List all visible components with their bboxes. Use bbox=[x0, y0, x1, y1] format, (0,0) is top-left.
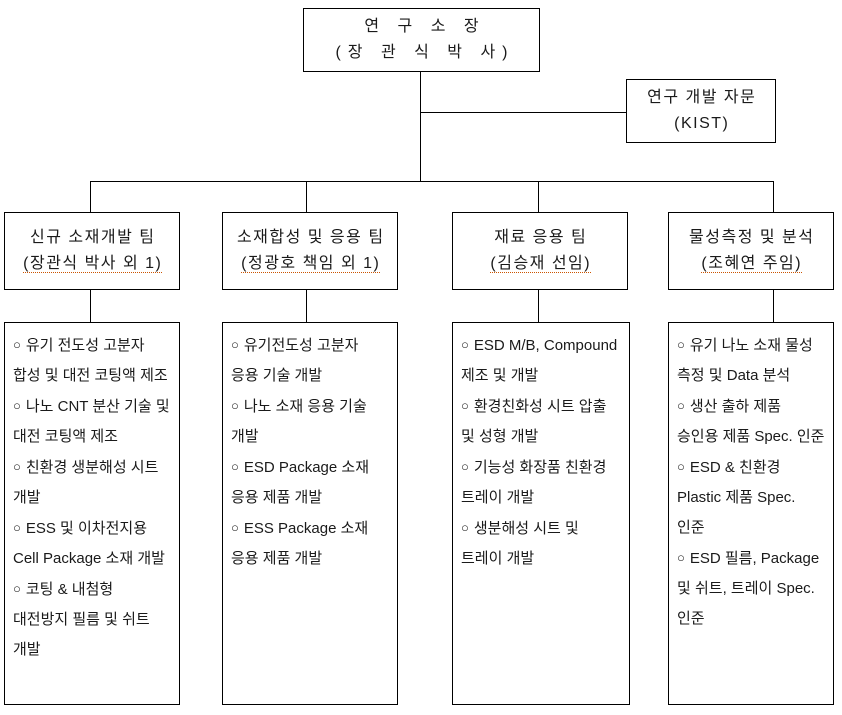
task-box-team-1: ○유기 전도성 고분자 합성 및 대전 코팅액 제조○나노 CNT 분산 기술 … bbox=[4, 322, 180, 705]
task-item: ○기능성 화장품 친환경 트레이 개발 bbox=[461, 452, 621, 513]
node-team-3[interactable]: 재료 응용 팀 (김승재 선임) bbox=[452, 212, 628, 290]
team-1-name: 신규 소재개발 팀 bbox=[30, 229, 156, 246]
circle-bullet-icon: ○ bbox=[231, 459, 239, 474]
circle-bullet-icon: ○ bbox=[231, 398, 239, 413]
task-item-label: ESD Package 소재 응용 제품 개발 bbox=[231, 459, 370, 506]
task-item: ○유기 나노 소재 물성 측정 및 Data 분석 bbox=[677, 330, 825, 391]
task-item-label: ESD M/B, Compound 제조 및 개발 bbox=[461, 337, 618, 384]
task-item: ○ESD M/B, Compound 제조 및 개발 bbox=[461, 330, 621, 391]
connector-drop-team-4 bbox=[773, 181, 774, 212]
team-3-leader: (김승재 선임) bbox=[490, 255, 592, 273]
task-item: ○ESD Package 소재 응용 제품 개발 bbox=[231, 452, 389, 513]
root-subtitle: (장 관 식 박 사) bbox=[335, 44, 515, 61]
task-box-team-4: ○유기 나노 소재 물성 측정 및 Data 분석○생산 출하 제품 승인용 제… bbox=[668, 322, 834, 705]
task-item: ○나노 소재 응용 기술 개발 bbox=[231, 391, 389, 452]
node-rnd-advisory[interactable]: 연구 개발 자문 (KIST) bbox=[626, 79, 776, 143]
advisory-title: 연구 개발 자문 bbox=[647, 89, 757, 106]
task-item-label: ESS 및 이차전지용 Cell Package 소재 개발 bbox=[13, 520, 165, 567]
circle-bullet-icon: ○ bbox=[13, 337, 21, 352]
task-item-label: 유기전도성 고분자 응용 기술 개발 bbox=[231, 337, 359, 384]
task-item-label: ESD 필름, Package 및 쉬트, 트레이 Spec. 인준 bbox=[677, 550, 820, 627]
task-item: ○코팅 & 내첨형 대전방지 필름 및 쉬트 개발 bbox=[13, 574, 171, 665]
task-item-label: 유기 나노 소재 물성 측정 및 Data 분석 bbox=[677, 337, 813, 384]
task-item-label: 생산 출하 제품 승인용 제품 Spec. 인준 bbox=[677, 398, 825, 445]
task-box-team-2: ○유기전도성 고분자 응용 기술 개발○나노 소재 응용 기술 개발○ESD P… bbox=[222, 322, 398, 705]
circle-bullet-icon: ○ bbox=[231, 337, 239, 352]
node-team-2[interactable]: 소재합성 및 응용 팀 (정광호 책임 외 1) bbox=[222, 212, 398, 290]
team-4-leader: (조혜연 주임) bbox=[701, 255, 803, 273]
task-item: ○나노 CNT 분산 기술 및 대전 코팅액 제조 bbox=[13, 391, 171, 452]
task-item: ○생산 출하 제품 승인용 제품 Spec. 인준 bbox=[677, 391, 825, 452]
team-2-name: 소재합성 및 응용 팀 bbox=[236, 229, 385, 246]
team-4-name: 물성측정 및 분석 bbox=[689, 229, 815, 246]
task-list-team-4: ○유기 나노 소재 물성 측정 및 Data 분석○생산 출하 제품 승인용 제… bbox=[677, 330, 825, 634]
circle-bullet-icon: ○ bbox=[13, 520, 21, 535]
task-item-label: 환경친화성 시트 압출 및 성형 개발 bbox=[461, 398, 607, 445]
task-item: ○ESS Package 소재 응용 제품 개발 bbox=[231, 513, 389, 574]
node-team-4[interactable]: 물성측정 및 분석 (조혜연 주임) bbox=[668, 212, 834, 290]
team-2-leader: (정광호 책임 외 1) bbox=[241, 255, 381, 273]
connector-team-3-to-tasks bbox=[538, 290, 539, 322]
advisory-subtitle: (KIST) bbox=[674, 115, 730, 132]
circle-bullet-icon: ○ bbox=[677, 398, 685, 413]
circle-bullet-icon: ○ bbox=[461, 459, 469, 474]
root-title: 연 구 소 장 bbox=[364, 18, 486, 35]
connector-drop-team-1 bbox=[90, 181, 91, 212]
circle-bullet-icon: ○ bbox=[231, 520, 239, 535]
task-item-label: 생분해성 시트 및 트레이 개발 bbox=[461, 520, 579, 567]
task-item-label: 코팅 & 내첨형 대전방지 필름 및 쉬트 개발 bbox=[13, 581, 150, 658]
task-item: ○친환경 생분해성 시트 개발 bbox=[13, 452, 171, 513]
connector-advisory-branch bbox=[420, 112, 626, 113]
task-box-team-3: ○ESD M/B, Compound 제조 및 개발○환경친화성 시트 압출 및… bbox=[452, 322, 630, 705]
connector-drop-team-3 bbox=[538, 181, 539, 212]
task-item-label: 친환경 생분해성 시트 개발 bbox=[13, 459, 159, 506]
team-1-leader: (장관식 박사 외 1) bbox=[23, 255, 163, 273]
task-item: ○유기 전도성 고분자 합성 및 대전 코팅액 제조 bbox=[13, 330, 171, 391]
task-item-label: 유기 전도성 고분자 합성 및 대전 코팅액 제조 bbox=[13, 337, 168, 384]
circle-bullet-icon: ○ bbox=[677, 459, 685, 474]
circle-bullet-icon: ○ bbox=[13, 398, 21, 413]
connector-team-bus bbox=[90, 181, 774, 182]
connector-team-1-to-tasks bbox=[90, 290, 91, 322]
task-item-label: 기능성 화장품 친환경 트레이 개발 bbox=[461, 459, 607, 506]
task-item: ○ESD & 친환경 Plastic 제품 Spec. 인준 bbox=[677, 452, 825, 543]
task-item: ○ESS 및 이차전지용 Cell Package 소재 개발 bbox=[13, 513, 171, 574]
circle-bullet-icon: ○ bbox=[677, 550, 685, 565]
node-research-director[interactable]: 연 구 소 장 (장 관 식 박 사) bbox=[303, 8, 540, 72]
task-list-team-2: ○유기전도성 고분자 응용 기술 개발○나노 소재 응용 기술 개발○ESD P… bbox=[231, 330, 389, 574]
task-item-label: ESD & 친환경 Plastic 제품 Spec. 인준 bbox=[677, 459, 796, 536]
task-item-label: 나노 CNT 분산 기술 및 대전 코팅액 제조 bbox=[13, 398, 170, 445]
team-3-name: 재료 응용 팀 bbox=[494, 229, 588, 246]
task-list-team-3: ○ESD M/B, Compound 제조 및 개발○환경친화성 시트 압출 및… bbox=[461, 330, 621, 574]
task-item: ○환경친화성 시트 압출 및 성형 개발 bbox=[461, 391, 621, 452]
connector-root-trunk bbox=[420, 72, 421, 182]
connector-team-2-to-tasks bbox=[306, 290, 307, 322]
circle-bullet-icon: ○ bbox=[461, 520, 469, 535]
task-item: ○생분해성 시트 및 트레이 개발 bbox=[461, 513, 621, 574]
circle-bullet-icon: ○ bbox=[461, 398, 469, 413]
task-list-team-1: ○유기 전도성 고분자 합성 및 대전 코팅액 제조○나노 CNT 분산 기술 … bbox=[13, 330, 171, 665]
task-item: ○ESD 필름, Package 및 쉬트, 트레이 Spec. 인준 bbox=[677, 543, 825, 634]
task-item: ○유기전도성 고분자 응용 기술 개발 bbox=[231, 330, 389, 391]
connector-drop-team-2 bbox=[306, 181, 307, 212]
task-item-label: ESS Package 소재 응용 제품 개발 bbox=[231, 520, 369, 567]
circle-bullet-icon: ○ bbox=[13, 581, 21, 596]
circle-bullet-icon: ○ bbox=[461, 337, 469, 352]
connector-team-4-to-tasks bbox=[773, 290, 774, 322]
task-item-label: 나노 소재 응용 기술 개발 bbox=[231, 398, 367, 445]
node-team-1[interactable]: 신규 소재개발 팀 (장관식 박사 외 1) bbox=[4, 212, 180, 290]
circle-bullet-icon: ○ bbox=[13, 459, 21, 474]
circle-bullet-icon: ○ bbox=[677, 337, 685, 352]
